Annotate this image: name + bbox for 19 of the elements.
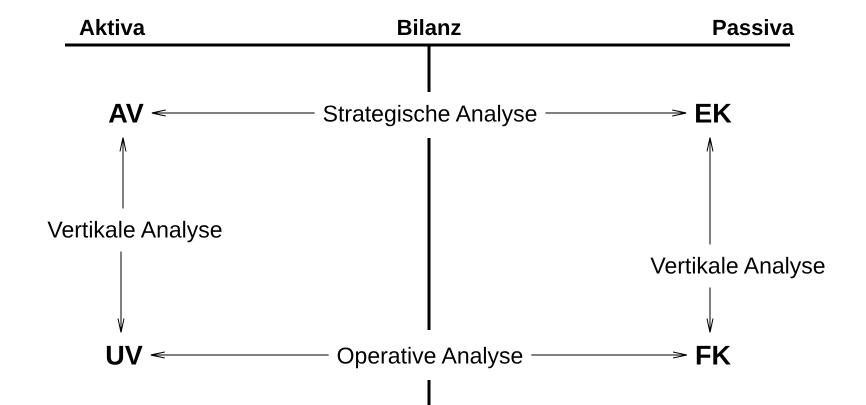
arrow [120, 137, 126, 209]
arrow [118, 251, 124, 333]
balance-item: EK [694, 98, 732, 130]
column-heading: Passiva [712, 15, 794, 41]
analysis-label: Vertikale Analyse [47, 216, 223, 244]
column-heading: Aktiva [78, 15, 146, 41]
balance-title: Bilanz [396, 15, 462, 41]
balance-item: UV [105, 340, 143, 372]
analysis-label: Strategische Analyse [322, 100, 538, 128]
arrow [544, 110, 687, 116]
arrow [150, 352, 330, 358]
analysis-label: Vertikale Analyse [650, 252, 826, 280]
analysis-label: Operative Analyse [336, 342, 524, 370]
arrow [530, 352, 688, 358]
arrow [706, 137, 714, 245]
balance-item: FK [695, 340, 731, 372]
balance-item: AV [108, 98, 144, 130]
arrow [706, 287, 714, 333]
arrow [151, 110, 316, 116]
